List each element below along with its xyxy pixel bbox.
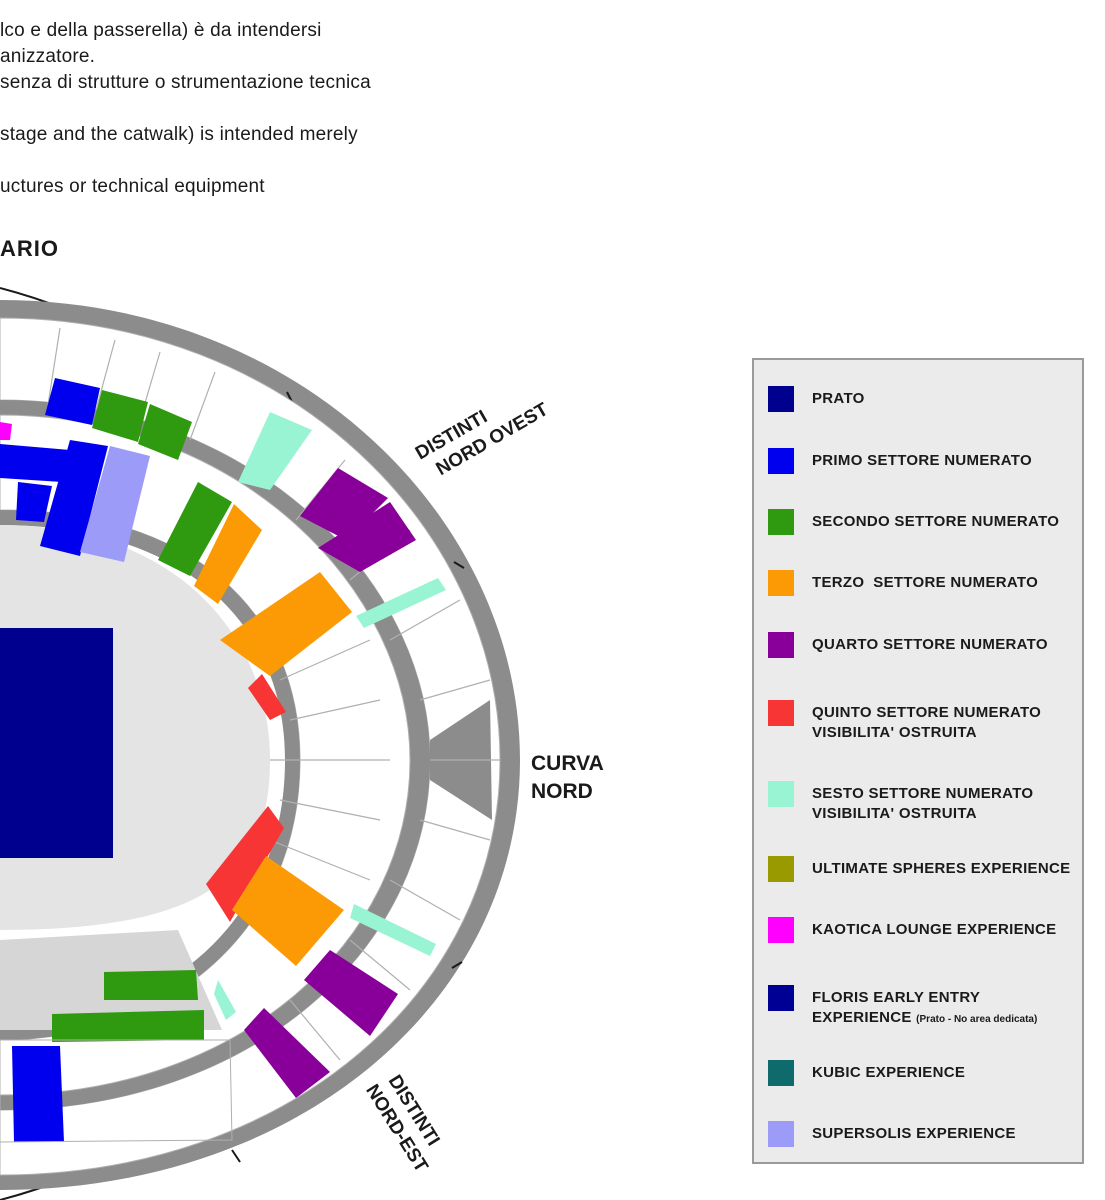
block-primo bbox=[45, 378, 100, 425]
block-supersolis bbox=[80, 446, 150, 562]
legend-label-quinto-line2: VISIBILITA' OSTRUITA bbox=[812, 724, 977, 741]
legend-label-floris: FLORIS EARLY ENTRY EXPERIENCE (Prato - N… bbox=[812, 988, 1037, 1030]
block-quinto bbox=[206, 806, 284, 922]
block-primo bbox=[0, 444, 70, 482]
note-line-5: uctures or technical equipment bbox=[0, 176, 265, 197]
legend-label-floris-line2: EXPERIENCE bbox=[812, 1009, 912, 1026]
legend-swatch-primo bbox=[768, 448, 794, 474]
block-primo bbox=[16, 482, 52, 522]
legend-swatch-kubic bbox=[768, 1060, 794, 1086]
legend-panel: PRATO PRIMO SETTORE NUMERATO SECONDO SET… bbox=[752, 358, 1084, 1164]
legend-label-ultimate: ULTIMATE SPHERES EXPERIENCE bbox=[812, 860, 1071, 877]
legend-swatch-kaotica bbox=[768, 917, 794, 943]
block-terzo bbox=[232, 856, 344, 966]
legend-swatch-secondo bbox=[768, 509, 794, 535]
legend-label-floris-note: (Prato - No area dedicata) bbox=[916, 1014, 1038, 1025]
block-sesto bbox=[350, 904, 436, 956]
block-quarto bbox=[318, 502, 416, 572]
legend-label-kubic: KUBIC EXPERIENCE bbox=[812, 1064, 966, 1081]
legend-swatch-sesto bbox=[768, 781, 794, 807]
legend-swatch-supersolis bbox=[768, 1121, 794, 1147]
block-secondo bbox=[138, 404, 192, 460]
legend-swatch-quinto bbox=[768, 700, 794, 726]
legend-swatch-terzo bbox=[768, 570, 794, 596]
block-sesto bbox=[238, 412, 312, 490]
legend-label-sesto: SESTO SETTORE NUMERATO VISIBILITA' OSTRU… bbox=[812, 784, 1033, 824]
block-quinto bbox=[248, 674, 286, 720]
note-line-2: anizzatore. bbox=[0, 46, 96, 67]
block-sesto bbox=[214, 980, 236, 1020]
legend-swatch-ultimate bbox=[768, 856, 794, 882]
legend-swatch-prato bbox=[768, 386, 794, 412]
block-secondo bbox=[52, 1010, 204, 1042]
legend-label-terzo: TERZO SETTORE NUMERATO bbox=[812, 574, 1039, 591]
label-curva-nord-line2: NORD bbox=[531, 780, 593, 803]
legend-swatch-quarto bbox=[768, 632, 794, 658]
block-terzo bbox=[194, 504, 262, 604]
block-secondo bbox=[158, 482, 232, 576]
legend-label-sesto-line2: VISIBILITA' OSTRUITA bbox=[812, 805, 977, 822]
block-sesto bbox=[356, 578, 446, 628]
side-label: ARIO bbox=[0, 236, 59, 261]
grid-lines bbox=[0, 1039, 233, 1143]
block-primo bbox=[40, 440, 108, 556]
label-curva-nord-line1: CURVA bbox=[531, 752, 604, 775]
legend-label-primo: PRIMO SETTORE NUMERATO bbox=[812, 452, 1032, 469]
ring-tick bbox=[451, 961, 463, 969]
block-primo bbox=[12, 1046, 64, 1142]
legend-label-floris-line1: FLORIS EARLY ENTRY bbox=[812, 989, 981, 1006]
block-quarto bbox=[244, 1008, 330, 1098]
legend-swatch-floris bbox=[768, 985, 794, 1011]
legend-label-quinto-line1: QUINTO SETTORE NUMERATO bbox=[812, 704, 1042, 721]
label-distinti-nord-est: DISTINTI NORD-EST bbox=[361, 1072, 443, 1177]
prato-area bbox=[0, 628, 113, 858]
legend-label-kaotica: KAOTICA LOUNGE EXPERIENCE bbox=[812, 921, 1057, 938]
note-line-4: stage and the catwalk) is intended merel… bbox=[0, 124, 358, 145]
block-kaotica bbox=[0, 422, 12, 440]
block-quarto bbox=[300, 468, 388, 540]
ring-tick bbox=[231, 1149, 241, 1163]
legend-label-quinto: QUINTO SETTORE NUMERATO VISIBILITA' OSTR… bbox=[812, 703, 1041, 743]
legend-label-supersolis: SUPERSOLIS EXPERIENCE bbox=[812, 1125, 1016, 1142]
note-line-3: senza di strutture o strumentazione tecn… bbox=[0, 72, 371, 93]
block-secondo bbox=[104, 970, 198, 1000]
note-line-1: lco e della passerella) è da intendersi bbox=[0, 20, 322, 41]
block-secondo bbox=[92, 390, 148, 442]
block-terzo bbox=[220, 572, 352, 676]
legend-label-prato: PRATO bbox=[812, 390, 865, 407]
legend-label-sesto-line1: SESTO SETTORE NUMERATO bbox=[812, 785, 1034, 802]
legend-label-secondo: SECONDO SETTORE NUMERATO bbox=[812, 513, 1060, 530]
ring-tick bbox=[453, 561, 465, 569]
block-quarto bbox=[304, 950, 398, 1036]
label-distinti-nord-ovest: DISTINTI NORD OVEST bbox=[412, 399, 552, 480]
legend-label-quarto: QUARTO SETTORE NUMERATO bbox=[812, 636, 1048, 653]
